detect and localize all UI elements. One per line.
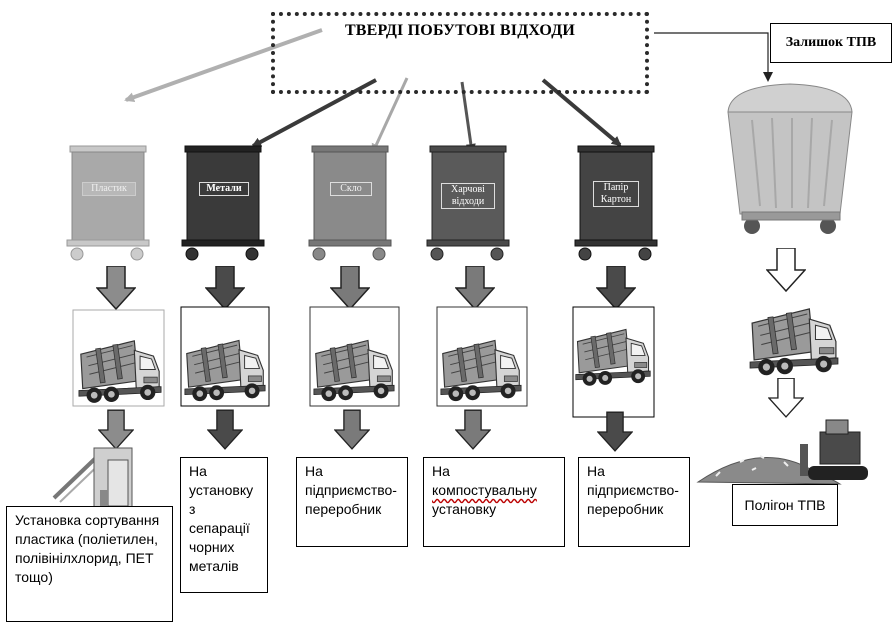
down-arrow-residual-1 (766, 248, 806, 292)
bin-label-food: Харчові відходи (441, 183, 495, 209)
down-arrow-food-1 (455, 266, 495, 310)
truck-residual-icon (749, 308, 839, 376)
destination-paper: На підприємство-переробник (578, 457, 690, 547)
down-arrow-plastic-2 (98, 409, 134, 450)
remainder-box: Залишок ТПВ (770, 23, 892, 63)
title-label: ТВЕРДІ ПОБУТОВІ ВІДХОДИ (344, 22, 576, 39)
bin-glass (308, 145, 392, 261)
down-arrow-glass-2 (334, 409, 370, 450)
landfill-box: Полігон ТПВ (732, 484, 838, 526)
arrow-to-plastic-stream (124, 28, 323, 103)
bin-food-waste (426, 145, 510, 261)
destination-glass: На підприємство-переробник (296, 457, 408, 547)
landfill-label: Полігон ТПВ (744, 497, 826, 513)
bin-plastic (66, 145, 150, 261)
residual-container-icon (727, 83, 853, 234)
destination-plastic-text: Установка сортування пластика (поліетиле… (15, 512, 160, 585)
destination-metals-text: На установку з сепарації чорних металів (189, 463, 254, 574)
destination-paper-text: На підприємство-переробник (587, 463, 679, 517)
destination-metals: На установку з сепарації чорних металів (180, 457, 268, 593)
down-arrow-plastic-1 (96, 266, 136, 310)
sorting-plant-icon (52, 447, 133, 509)
down-arrow-metals-2 (207, 409, 243, 450)
bin-label-plastic: Пластик (82, 182, 136, 196)
landfill-bulldozer-icon (696, 419, 868, 485)
bin-label-metals: Метали (199, 182, 249, 196)
destination-food-underlined: компостувальну (432, 482, 537, 498)
bin-label-glass: Скло (330, 182, 372, 196)
down-arrow-food-2 (455, 409, 491, 450)
destination-food-prefix: На (432, 463, 450, 479)
bin-paper-cardboard (574, 145, 658, 261)
bin-label-paper: Папір Картон (593, 181, 639, 207)
destination-food: На компостувальну установку (423, 457, 565, 547)
bin-metals (181, 145, 265, 261)
down-arrow-glass-1 (330, 266, 370, 310)
down-arrow-metals-1 (205, 266, 245, 310)
destination-glass-text: На підприємство-переробник (305, 463, 397, 517)
arrow-to-remainder (654, 32, 773, 82)
destination-food-suffix: установку (432, 501, 497, 517)
down-arrow-residual-2 (768, 378, 804, 418)
down-arrow-paper-2 (597, 411, 633, 452)
title-box (271, 12, 649, 94)
remainder-label: Залишок ТПВ (785, 35, 877, 50)
destination-plastic: Установка сортування пластика (поліетиле… (6, 506, 173, 622)
down-arrow-paper-1 (596, 266, 636, 310)
